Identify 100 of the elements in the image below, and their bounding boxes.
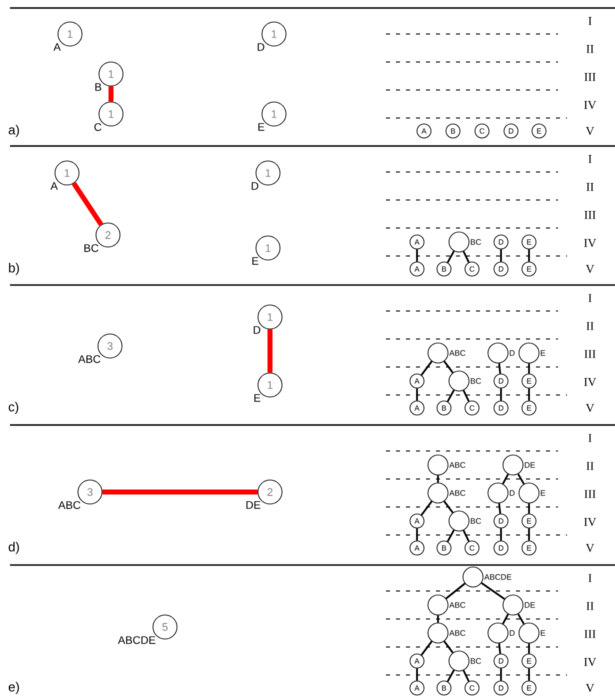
edge-line [500, 668, 502, 681]
level-numeral: III [584, 73, 596, 81]
level-numeral: II [586, 462, 594, 470]
node-label: D [510, 630, 515, 636]
edge-line [528, 528, 530, 541]
panel-label: e) [8, 682, 19, 694]
level-numeral: I [588, 574, 592, 582]
level-numeral: III [584, 630, 596, 638]
edge-line [446, 582, 466, 600]
edge-line [498, 503, 502, 514]
node-label: BC [470, 378, 482, 384]
level-numeral: II [586, 322, 594, 330]
edge-line [502, 614, 509, 624]
edge-line [528, 249, 530, 262]
graph-node: 1 [256, 236, 280, 260]
edge-line [420, 640, 432, 656]
edge-line [517, 474, 525, 484]
level-numeral: III [584, 490, 596, 498]
edge-line [462, 670, 470, 682]
edge-line [446, 670, 455, 682]
panel-label: a) [8, 124, 19, 138]
node-label: D [510, 490, 515, 496]
graph-node: 1 [54, 160, 80, 186]
node-label: D [252, 182, 258, 190]
node-label: BC [470, 518, 482, 524]
level-numeral: IV [584, 658, 596, 666]
level-numeral: IV [584, 100, 596, 110]
edge-line [462, 390, 470, 402]
node-label: DE [524, 602, 535, 608]
edge-line [102, 490, 258, 494]
edge-line [528, 668, 530, 681]
edge-line [502, 474, 509, 484]
panel-label: c) [8, 402, 18, 414]
node-label: BC [84, 244, 98, 252]
level-numeral: V [586, 684, 594, 692]
edge-line [498, 363, 502, 374]
level-numeral: V [586, 126, 594, 136]
edge-line [528, 503, 530, 514]
node-label: D [510, 350, 515, 356]
edge-line [72, 182, 104, 226]
node-label: DE [524, 462, 535, 468]
edge-line [420, 500, 432, 516]
graph-node: 1 [58, 22, 82, 46]
node-label: D [258, 43, 264, 51]
edge-line [446, 530, 455, 542]
edge-line [528, 388, 530, 401]
edge-line [437, 615, 439, 623]
level-numeral: I [588, 294, 592, 302]
edge-line [108, 86, 114, 102]
level-numeral: IV [584, 378, 596, 386]
level-numeral: IV [584, 518, 596, 526]
node-label: ABC [78, 355, 100, 363]
node-label: E [254, 394, 260, 402]
node-label: E [540, 630, 546, 636]
node-label: ABC [58, 501, 80, 509]
level-numeral: I [588, 434, 592, 442]
node-label: BC [470, 658, 482, 664]
node-label: ABCDE [484, 574, 512, 580]
edge-line [416, 528, 418, 541]
level-numeral: II [586, 45, 594, 53]
level-numeral: III [584, 350, 596, 358]
node-label: ABC [449, 490, 466, 496]
graph-node: 2 [258, 480, 282, 504]
edge-line [500, 249, 502, 262]
node-label: B [95, 83, 102, 91]
edge-line [444, 640, 454, 654]
level-numeral: V [586, 264, 594, 274]
graph-node: 1 [262, 102, 286, 126]
panel-label: b) [9, 262, 19, 276]
edge-line [500, 388, 502, 401]
level-numeral: V [586, 544, 594, 552]
edge-line [500, 528, 502, 541]
node-label: ABC [449, 462, 466, 468]
node-label: ABC [449, 602, 466, 608]
edge-line [444, 500, 454, 514]
node-label: E [540, 490, 546, 496]
edge-line [420, 360, 432, 376]
node-label: BC [470, 239, 482, 245]
node-label: E [252, 257, 258, 265]
panel-label: d) [8, 542, 19, 554]
edge-line [528, 363, 530, 374]
edge-line [416, 388, 418, 401]
level-numeral: I [588, 155, 592, 163]
edge-line [268, 329, 272, 373]
node-label: D [254, 326, 260, 334]
level-numeral: II [586, 602, 594, 610]
node-label: ABC [449, 350, 466, 356]
level-numeral: III [584, 211, 596, 219]
graph-node: 1 [258, 372, 282, 398]
edge-line [462, 250, 470, 263]
node-label: C [94, 123, 102, 131]
node-label: ABCDE [118, 636, 156, 644]
edge-line [498, 643, 502, 654]
edge-line [528, 643, 530, 654]
node-label: E [258, 123, 264, 131]
edge-line [437, 475, 439, 483]
edge-line [517, 614, 525, 624]
edge-line [416, 668, 418, 681]
node-label: ABC [449, 630, 466, 636]
level-numeral: II [586, 183, 594, 191]
